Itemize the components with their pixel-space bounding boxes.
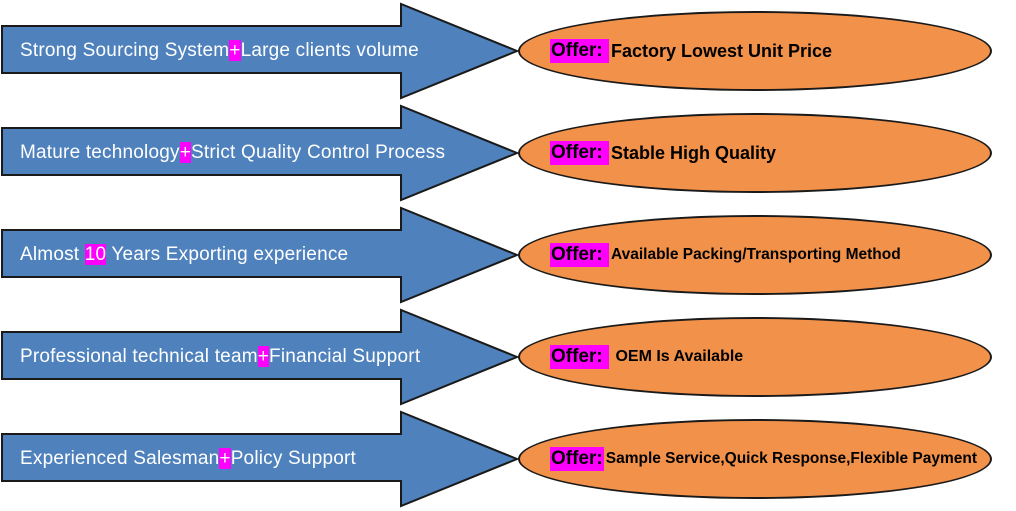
arrow-text-post: Financial Support — [269, 346, 421, 367]
arrow-text-pre: Strong Sourcing System — [20, 40, 230, 61]
offer-label: Offer: — [550, 243, 609, 267]
arrow-text-post: Policy Support — [230, 448, 356, 469]
right-arrow-icon — [1, 104, 520, 202]
arrow-label-3: Almost 10 Years Exporting experience — [20, 244, 348, 266]
right-arrow-icon — [1, 2, 520, 100]
offer-label: Offer: — [550, 141, 609, 165]
arrow-shape-1: Strong Sourcing System+Large clients vol… — [0, 0, 522, 102]
arrow-text-pre: Professional technical team — [20, 346, 258, 367]
right-arrow-icon — [1, 206, 520, 304]
arrow-label-5: Experienced Salesman+Policy Support — [20, 448, 356, 470]
offer-ellipse-1: Offer: Factory Lowest Unit Price — [518, 11, 992, 91]
benefit-row-2: Mature technology+Strict Quality Control… — [0, 102, 1016, 204]
offer-ellipse-4: Offer: OEM Is Available — [518, 317, 992, 397]
arrow-text-highlight: + — [229, 40, 241, 61]
offer-label: Offer: — [550, 39, 609, 63]
offer-text: Factory Lowest Unit Price — [611, 40, 833, 61]
arrow-text-highlight: + — [257, 346, 270, 367]
benefit-row-5: Experienced Salesman+Policy Support Offe… — [0, 408, 1016, 510]
offer-ellipse-3: Offer: Available Packing/Transporting Me… — [518, 215, 992, 295]
arrow-shape-3: Almost 10 Years Exporting experience — [0, 204, 522, 306]
benefit-row-4: Professional technical team+Financial Su… — [0, 306, 1016, 408]
arrow-shape-2: Mature technology+Strict Quality Control… — [0, 102, 522, 204]
arrow-shape-4: Professional technical team+Financial Su… — [0, 306, 522, 408]
offer-ellipse-2: Offer: Stable High Quality — [518, 113, 992, 193]
arrow-text-post: Years Exporting experience — [106, 244, 349, 265]
offer-text: Stable High Quality — [611, 142, 777, 163]
arrow-text-post: Large clients volume — [240, 40, 419, 61]
arrow-text-pre: Mature technology — [20, 142, 180, 163]
benefit-row-3: Almost 10 Years Exporting experience Off… — [0, 204, 1016, 306]
right-arrow-icon — [1, 410, 520, 508]
offer-label: Offer: — [550, 447, 604, 471]
arrow-text-pre: Experienced Salesman — [20, 448, 220, 469]
arrow-label-4: Professional technical team+Financial Su… — [20, 346, 420, 368]
arrow-shape-5: Experienced Salesman+Policy Support — [0, 408, 522, 510]
offer-text: OEM Is Available — [611, 348, 744, 365]
offer-text: Sample Service,Quick Response,Flexible P… — [605, 450, 978, 467]
arrow-text-post: Strict Quality Control Process — [191, 142, 446, 163]
arrow-text-highlight: + — [179, 142, 192, 163]
offer-text: Available Packing/Transporting Method — [611, 246, 901, 263]
arrow-text-pre: Almost — [20, 244, 85, 265]
arrow-text-highlight: + — [219, 448, 231, 469]
benefit-row-1: Strong Sourcing System+Large clients vol… — [0, 0, 1016, 102]
arrow-text-highlight: 10 — [84, 244, 107, 265]
arrow-label-1: Strong Sourcing System+Large clients vol… — [20, 40, 419, 62]
offer-label: Offer: — [550, 345, 609, 369]
arrow-label-2: Mature technology+Strict Quality Control… — [20, 142, 445, 164]
offer-ellipse-5: Offer:Sample Service,Quick Response,Flex… — [518, 419, 992, 499]
